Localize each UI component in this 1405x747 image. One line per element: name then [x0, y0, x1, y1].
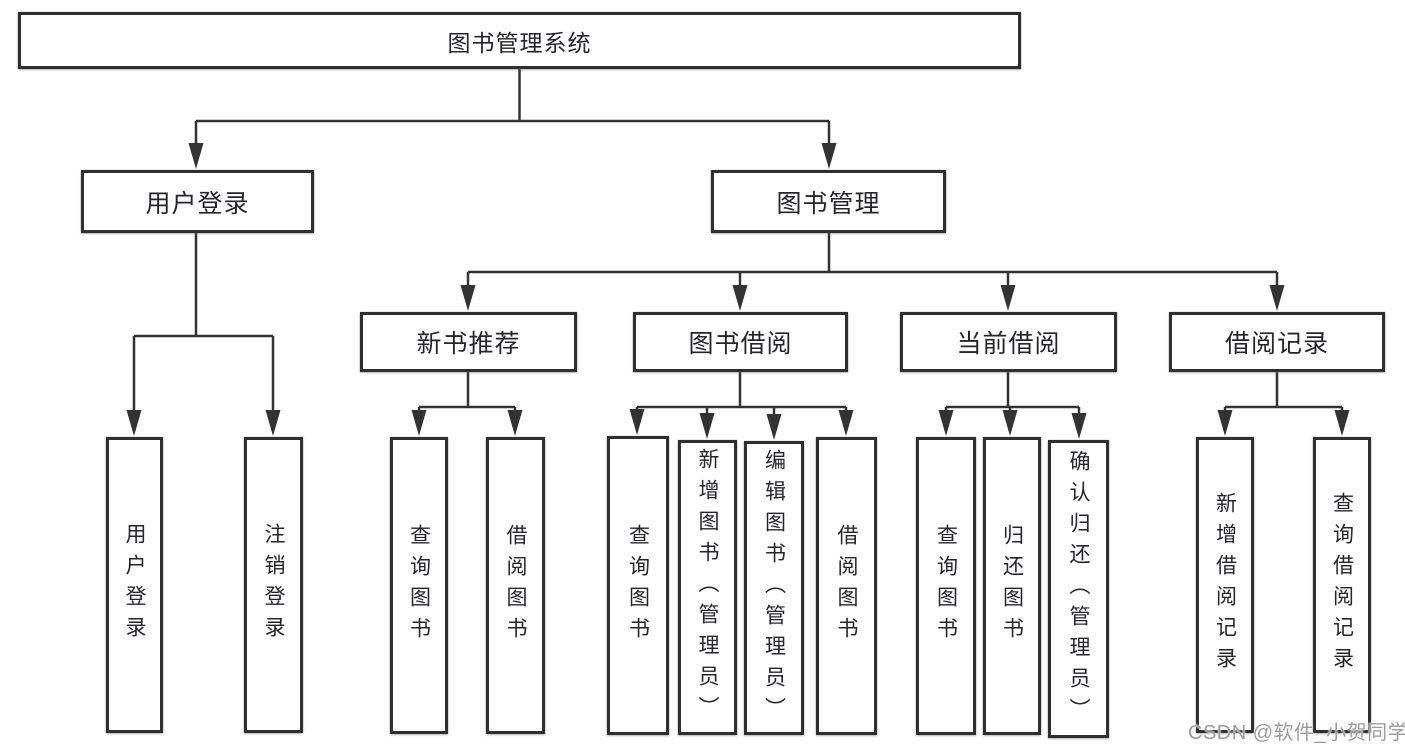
node-label: 确认归还（管理员）	[1067, 449, 1090, 729]
node-label: 图书管理	[776, 189, 881, 218]
node-label: 归还图书	[1000, 524, 1024, 648]
node-label: 新增借阅记录	[1213, 492, 1237, 678]
leaf-logout: 注销登录	[244, 437, 303, 733]
arrowheads	[126, 143, 1350, 440]
node-library-management-system: 图书管理系统	[18, 12, 1021, 69]
leaf-query-books-new: 查询图书	[390, 437, 448, 734]
leaf-borrow-books: 借阅图书	[816, 437, 877, 735]
node-label: 借阅图书	[504, 523, 527, 648]
leaf-edit-books-admin: 编辑图书（管理员）	[744, 441, 804, 735]
node-user-login-branch: 用户登录	[81, 170, 314, 233]
leaf-add-books-admin: 新增图书（管理员）	[678, 440, 737, 735]
leaf-confirm-return-admin: 确认归还（管理员）	[1048, 440, 1109, 738]
node-label: 用户登录	[145, 189, 250, 218]
node-label: 新增图书（管理员）	[696, 448, 719, 727]
node-book-management-branch: 图书管理	[711, 170, 946, 233]
node-new-book-recommendation: 新书推荐	[360, 312, 577, 372]
node-label: 图书借阅	[688, 330, 793, 358]
node-label: 编辑图书（管理员）	[762, 448, 786, 728]
leaf-query-books-borrow: 查询图书	[607, 436, 669, 735]
leaf-return-books: 归还图书	[983, 437, 1041, 735]
leaf-query-books-current: 查询图书	[916, 437, 976, 735]
node-current-borrowing: 当前借阅	[900, 312, 1117, 372]
leaf-user-login: 用户登录	[106, 437, 163, 733]
node-label: 新书推荐	[416, 330, 521, 358]
node-label: 用户登录	[123, 523, 146, 647]
node-label: 借阅图书	[835, 524, 858, 648]
node-label: 借阅记录	[1224, 330, 1329, 358]
node-label: 当前借阅	[956, 330, 1061, 358]
csdn-watermark: CSDN @软件_小贺同学	[1188, 722, 1405, 744]
node-borrowing-records: 借阅记录	[1169, 312, 1385, 372]
node-label: 图书管理系统	[447, 29, 592, 56]
leaf-add-borrow-record: 新增借阅记录	[1196, 437, 1254, 733]
node-label: 查询图书	[407, 523, 431, 648]
node-label: 注销登录	[262, 523, 285, 647]
leaf-borrow-books-new: 借阅图书	[486, 437, 545, 734]
node-label: 查询图书	[934, 524, 958, 648]
node-label: 查询图书	[626, 523, 650, 648]
node-book-borrowing: 图书借阅	[633, 312, 848, 372]
leaf-query-borrow-record: 查询借阅记录	[1313, 437, 1371, 733]
node-label: 查询借阅记录	[1330, 492, 1354, 678]
